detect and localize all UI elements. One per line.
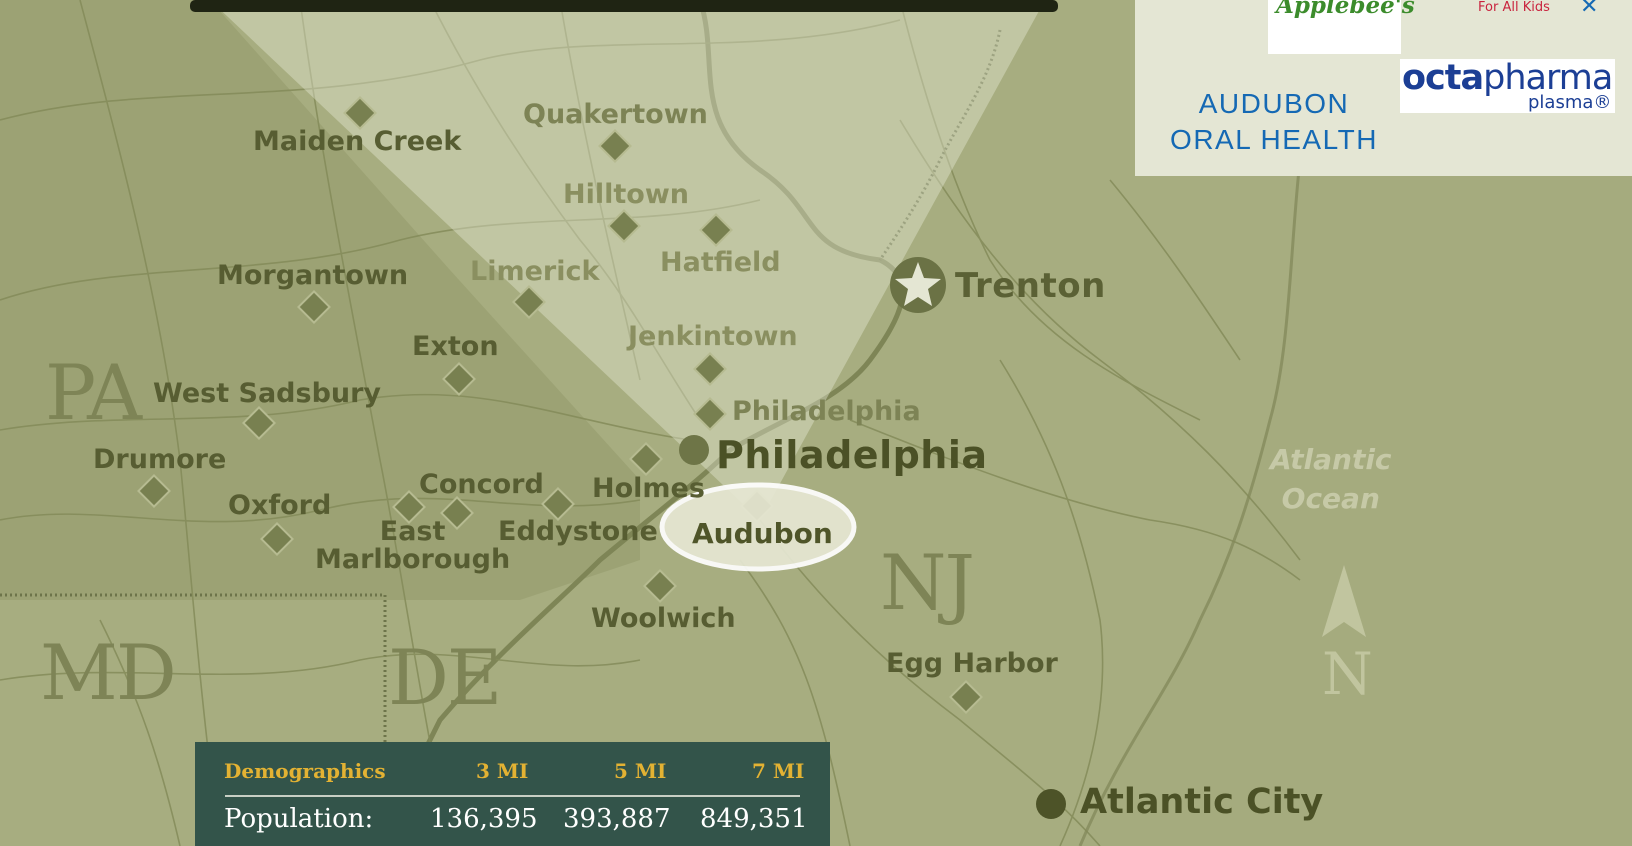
nj-coastline xyxy=(1080,160,1632,846)
marker-woolwich xyxy=(643,569,677,603)
trenton-star-icon xyxy=(895,262,941,306)
label-west-sadsbury: West Sadsbury xyxy=(153,378,382,409)
population-7mi: 849,351 xyxy=(700,804,808,834)
road-network xyxy=(0,0,1301,846)
marker-philadelphia-city xyxy=(679,435,709,465)
partial-logo-icon: ✕ xyxy=(1580,0,1599,19)
ocean-label: Atlantic Ocean xyxy=(1270,443,1392,516)
marker-concord-2 xyxy=(440,496,474,530)
marker-jenkintown xyxy=(693,352,727,386)
audubon-highlight-ellipse xyxy=(659,482,857,572)
label-oxford: Oxford xyxy=(228,490,332,521)
label-maiden-creek: Maiden Creek xyxy=(253,126,462,157)
marker-oxford xyxy=(260,522,294,556)
demographics-table: Demographics 3 MI 5 MI 7 MI Population: … xyxy=(195,742,830,846)
label-trenton: Trenton xyxy=(955,266,1106,306)
header-5mi: 5 MI xyxy=(614,759,667,783)
label-hilltown: Hilltown xyxy=(563,179,689,210)
marker-egg-harbor xyxy=(949,680,983,714)
octapharma-plasma: plasma® xyxy=(1528,92,1612,113)
label-limerick: Limerick xyxy=(470,256,600,287)
label-philadelphia-small: Philadelphia xyxy=(732,396,921,427)
marker-concord-1 xyxy=(392,490,426,524)
state-label-pa: PA xyxy=(45,348,142,437)
audubon-oral-health-logo: AUDUBON ORAL HEALTH xyxy=(1170,88,1378,156)
label-east-marlborough: East Marlborough xyxy=(315,516,511,576)
octapharma-logo: octapharma plasma® xyxy=(1400,59,1615,113)
label-quakertown: Quakertown xyxy=(523,99,708,130)
population-5mi: 393,887 xyxy=(563,804,671,834)
marker-hatfield xyxy=(699,213,733,247)
label-hatfield: Hatfield xyxy=(660,247,781,278)
delaware-river xyxy=(377,0,905,846)
marker-drumore xyxy=(137,474,171,508)
population-label: Population: xyxy=(224,804,374,834)
label-morgantown: Morgantown xyxy=(217,260,409,291)
marker-morgantown xyxy=(297,290,331,324)
demographics-divider xyxy=(225,795,800,797)
nj-coast-line xyxy=(1078,159,1302,846)
marker-hilltown xyxy=(607,209,641,243)
state-label-de: DE xyxy=(388,633,502,722)
header-demographics: Demographics xyxy=(224,759,386,783)
label-eddystone: Eddystone xyxy=(498,516,658,547)
label-jenkintown: Jenkintown xyxy=(628,321,798,352)
label-exton: Exton xyxy=(412,331,499,362)
marker-philadelphia-small xyxy=(693,397,727,431)
label-egg-harbor: Egg Harbor xyxy=(886,648,1058,679)
octapharma-wordmark: octapharma xyxy=(1402,58,1613,98)
applebees-logo: Applebee's xyxy=(1268,0,1415,54)
marker-maiden-creek xyxy=(343,96,377,130)
focus-cone xyxy=(210,0,1045,520)
state-label-md: MD xyxy=(40,628,177,717)
label-audubon: Audubon xyxy=(692,517,833,550)
label-philadelphia: Philadelphia xyxy=(716,433,988,477)
label-atlantic-city: Atlantic City xyxy=(1080,782,1324,822)
label-concord: Concord xyxy=(419,469,544,500)
north-label: N xyxy=(1322,640,1373,708)
marker-eddystone xyxy=(541,487,575,521)
state-border-pa-md xyxy=(0,593,387,846)
header-3mi: 3 MI xyxy=(476,759,529,783)
for-all-kids-logo: For All Kids xyxy=(1478,0,1550,15)
label-holmes: Holmes xyxy=(592,473,705,504)
top-banner-shadow xyxy=(190,0,1058,12)
header-7mi: 7 MI xyxy=(752,759,805,783)
north-arrow-icon xyxy=(1322,565,1366,637)
marker-quakertown xyxy=(598,129,632,163)
state-label-nj: NJ xyxy=(880,538,975,627)
marker-atlantic-city xyxy=(1036,789,1066,819)
marker-holmes xyxy=(629,442,663,476)
label-drumore: Drumore xyxy=(93,444,227,475)
label-woolwich: Woolwich xyxy=(591,603,736,634)
marker-west-sadsbury xyxy=(242,406,276,440)
marker-limerick xyxy=(512,285,546,319)
population-3mi: 136,395 xyxy=(430,804,538,834)
marker-exton xyxy=(442,362,476,396)
